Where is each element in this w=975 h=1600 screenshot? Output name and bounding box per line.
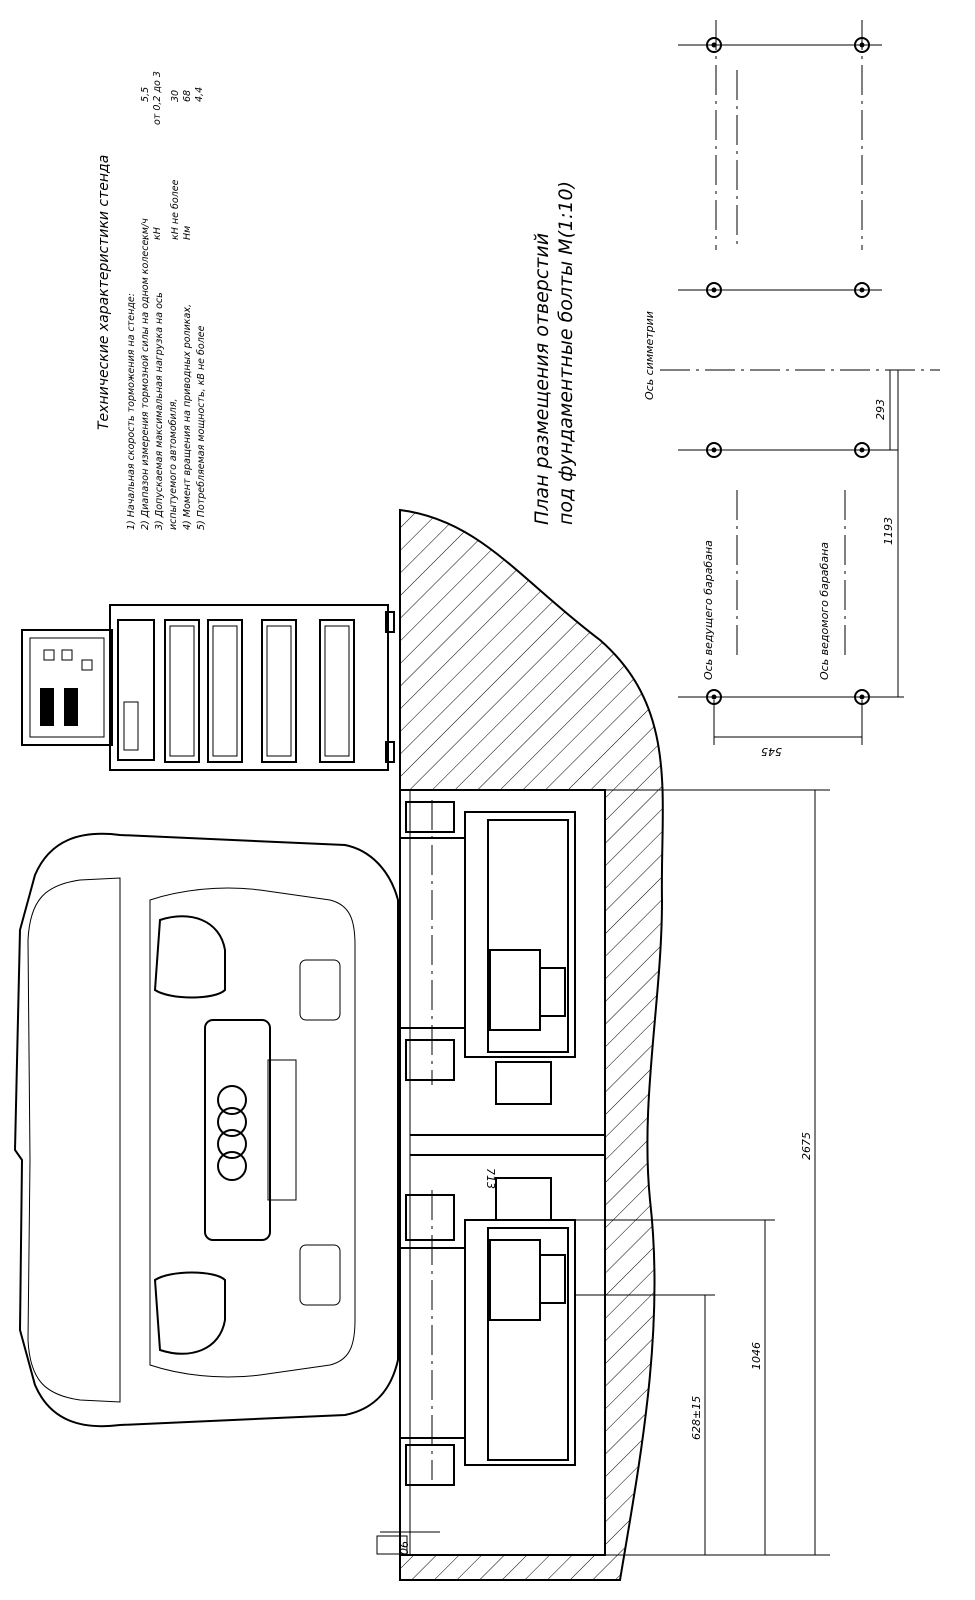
- console-drawer: [319, 619, 355, 763]
- dim-628-label: 628±15: [690, 1396, 703, 1440]
- spec-item-4-label: испытуемого автомобиля,: [168, 399, 179, 531]
- spec-item-6-value: 4,4: [194, 87, 205, 102]
- spec-item-1-label: 1) Начальная скорость торможения на стен…: [126, 293, 137, 530]
- spec-labels: 1) Начальная скорость торможения на стен…: [126, 237, 207, 530]
- foundation-pit: [399, 508, 664, 1581]
- gearbox: [539, 1254, 566, 1304]
- driving-axis-label: Ось ведущего барабана: [702, 540, 715, 680]
- bolt-hole: [706, 282, 722, 298]
- dim-90-label: 90: [397, 1541, 410, 1555]
- plan-title-line2: под фундаментные болты М(1:10): [555, 181, 577, 525]
- monitor-indicator: [64, 688, 78, 726]
- driven-axis-label: Ось ведомого барабана: [818, 542, 831, 680]
- spec-item-1-unit: км/ч: [140, 218, 151, 240]
- console-drawer: [261, 619, 297, 763]
- car-hood: [149, 887, 356, 1378]
- console-slot: [123, 701, 139, 751]
- roller-frame-inner: [487, 819, 569, 1053]
- fog-light-left: [299, 959, 341, 1021]
- spec-item-4-value: 30: [170, 90, 181, 102]
- bolt-hole: [854, 282, 870, 298]
- spec-item-5-label: 4) Момент вращения на приводных роликах,: [182, 304, 193, 530]
- spec-item-4-unit: кН не более: [170, 179, 181, 240]
- drawer-front: [324, 625, 350, 757]
- roller-unit-top: [399, 800, 576, 1105]
- car-body: [13, 832, 399, 1428]
- console-cabinet: [109, 604, 389, 771]
- bolt-plan: Ось симметрии Ось ведущего барабана Ось …: [643, 20, 940, 758]
- drawer-front: [169, 625, 195, 757]
- plan-title-line1: План размещения отверстий: [531, 233, 553, 525]
- roller-unit-bottom: [399, 1177, 576, 1486]
- spec-values: 5,5 от 0,2 до 3 30 68 4,4: [140, 71, 205, 125]
- drawer-front: [212, 625, 238, 757]
- console-foot: [385, 741, 395, 763]
- roller-bearing: [405, 801, 455, 833]
- coupling: [495, 1061, 552, 1105]
- spec-item-5-value: 68: [182, 90, 193, 102]
- console-base: [117, 619, 155, 761]
- spec-item-2-label: 2) Диапазон измерения тормозной силы на …: [140, 237, 151, 530]
- plan-title: План размещения отверстий под фундаментн…: [531, 181, 577, 525]
- bolt-hole: [706, 37, 722, 53]
- spec-item-5-unit: Нм: [182, 226, 193, 240]
- bolt-holes: [706, 37, 870, 705]
- gearbox: [539, 967, 566, 1017]
- symmetry-axis-label: Ось симметрии: [643, 311, 656, 400]
- monitor-indicator: [40, 688, 54, 726]
- spec-item-2-unit: кН: [152, 227, 163, 240]
- monitor-screen: [29, 637, 105, 738]
- roller-bearing: [405, 1194, 455, 1241]
- dim-2675-label: 2675: [800, 1132, 813, 1160]
- spec-item-3-label: 3) Допускаемая максимальная нагрузка на …: [154, 292, 165, 530]
- dim-293-label: 293: [874, 399, 887, 420]
- dim-545-label: 545: [761, 745, 782, 758]
- car-logo: [217, 1085, 247, 1181]
- dim-713-label: 713: [484, 1168, 497, 1189]
- main-dimensions: 2675 1046 628±15 713 90: [376, 789, 830, 1556]
- spec-block: Технические характеристики стенда 1) Нач…: [96, 71, 207, 530]
- monitor-button: [43, 649, 55, 661]
- pit-cavity: [399, 789, 606, 1556]
- spec-item-1-value: 5,5: [140, 87, 151, 102]
- spec-title: Технические характеристики стенда: [96, 155, 112, 430]
- console-drawer: [164, 619, 200, 763]
- roller-frame-inner: [487, 1227, 569, 1461]
- drawer-front: [266, 625, 292, 757]
- bolt-hole: [706, 442, 722, 458]
- license-plate: [267, 1059, 297, 1201]
- console-foot: [385, 611, 395, 633]
- spec-item-2-value: от 0,2 до 3: [152, 71, 163, 125]
- headlight-left: [153, 915, 226, 999]
- console-monitor: [21, 629, 113, 746]
- car-windshield: [27, 877, 121, 1403]
- control-console: [21, 604, 395, 771]
- roller-frame: [464, 811, 576, 1058]
- bolt-hole: [854, 37, 870, 53]
- coupling: [495, 1177, 552, 1221]
- monitor-button: [61, 649, 73, 661]
- fog-light-right: [299, 1244, 341, 1306]
- soil-hatching: [399, 508, 664, 1581]
- car-front-view: [13, 832, 399, 1428]
- dim-90-box: [376, 1535, 408, 1555]
- dim-1046-label: 1046: [750, 1342, 763, 1370]
- headlight-right: [153, 1271, 226, 1355]
- roller-bearing: [405, 1039, 455, 1081]
- roller-bearing: [405, 1444, 455, 1486]
- spec-units: км/ч кН кН не более Нм: [140, 179, 193, 240]
- dim-1193-label: 1193: [882, 517, 895, 545]
- monitor-button: [81, 659, 93, 671]
- console-drawer: [207, 619, 243, 763]
- car-grille: [204, 1019, 271, 1241]
- spec-item-6-label: 5) Потребляемая мощность, кВ не более: [196, 325, 207, 530]
